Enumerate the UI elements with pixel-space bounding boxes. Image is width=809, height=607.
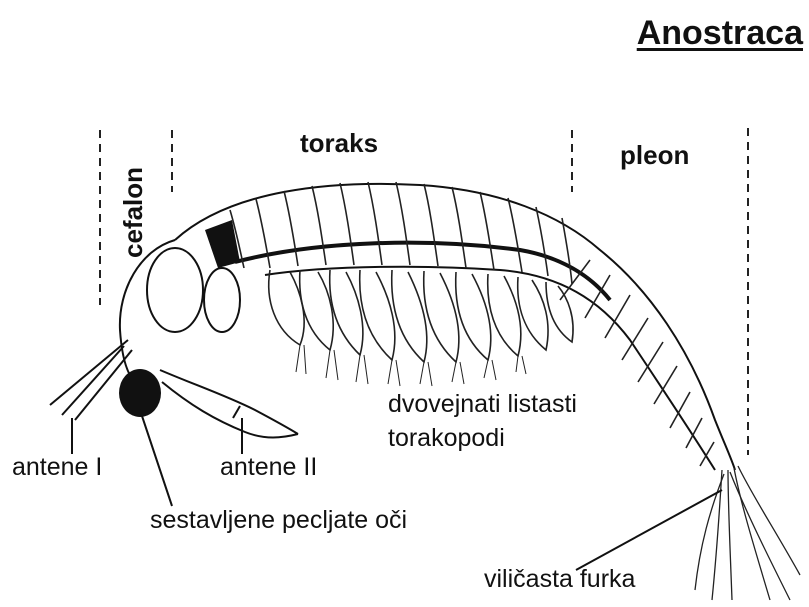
label-thoracopods-line1: dvovejnati listasti: [388, 390, 577, 419]
compound-eye: [119, 369, 161, 417]
label-antennae-1: antene I: [12, 453, 102, 482]
furca: [695, 466, 800, 600]
thoracic-segments: [230, 182, 572, 284]
segment-label-toraks: toraks: [300, 128, 378, 159]
label-thoracopods-line2: torakopodi: [388, 424, 505, 453]
segment-label-pleon: pleon: [620, 140, 689, 171]
label-compound-eyes: sestavljene pecljate oči: [150, 506, 407, 535]
label-furca: viličasta furka: [484, 565, 635, 594]
antennae-2: [160, 370, 298, 438]
label-antennae-2: antene II: [220, 453, 317, 482]
thoracopods: [269, 270, 573, 362]
antennae-1: [50, 340, 132, 420]
segment-label-cefalon: cefalon: [118, 167, 149, 258]
